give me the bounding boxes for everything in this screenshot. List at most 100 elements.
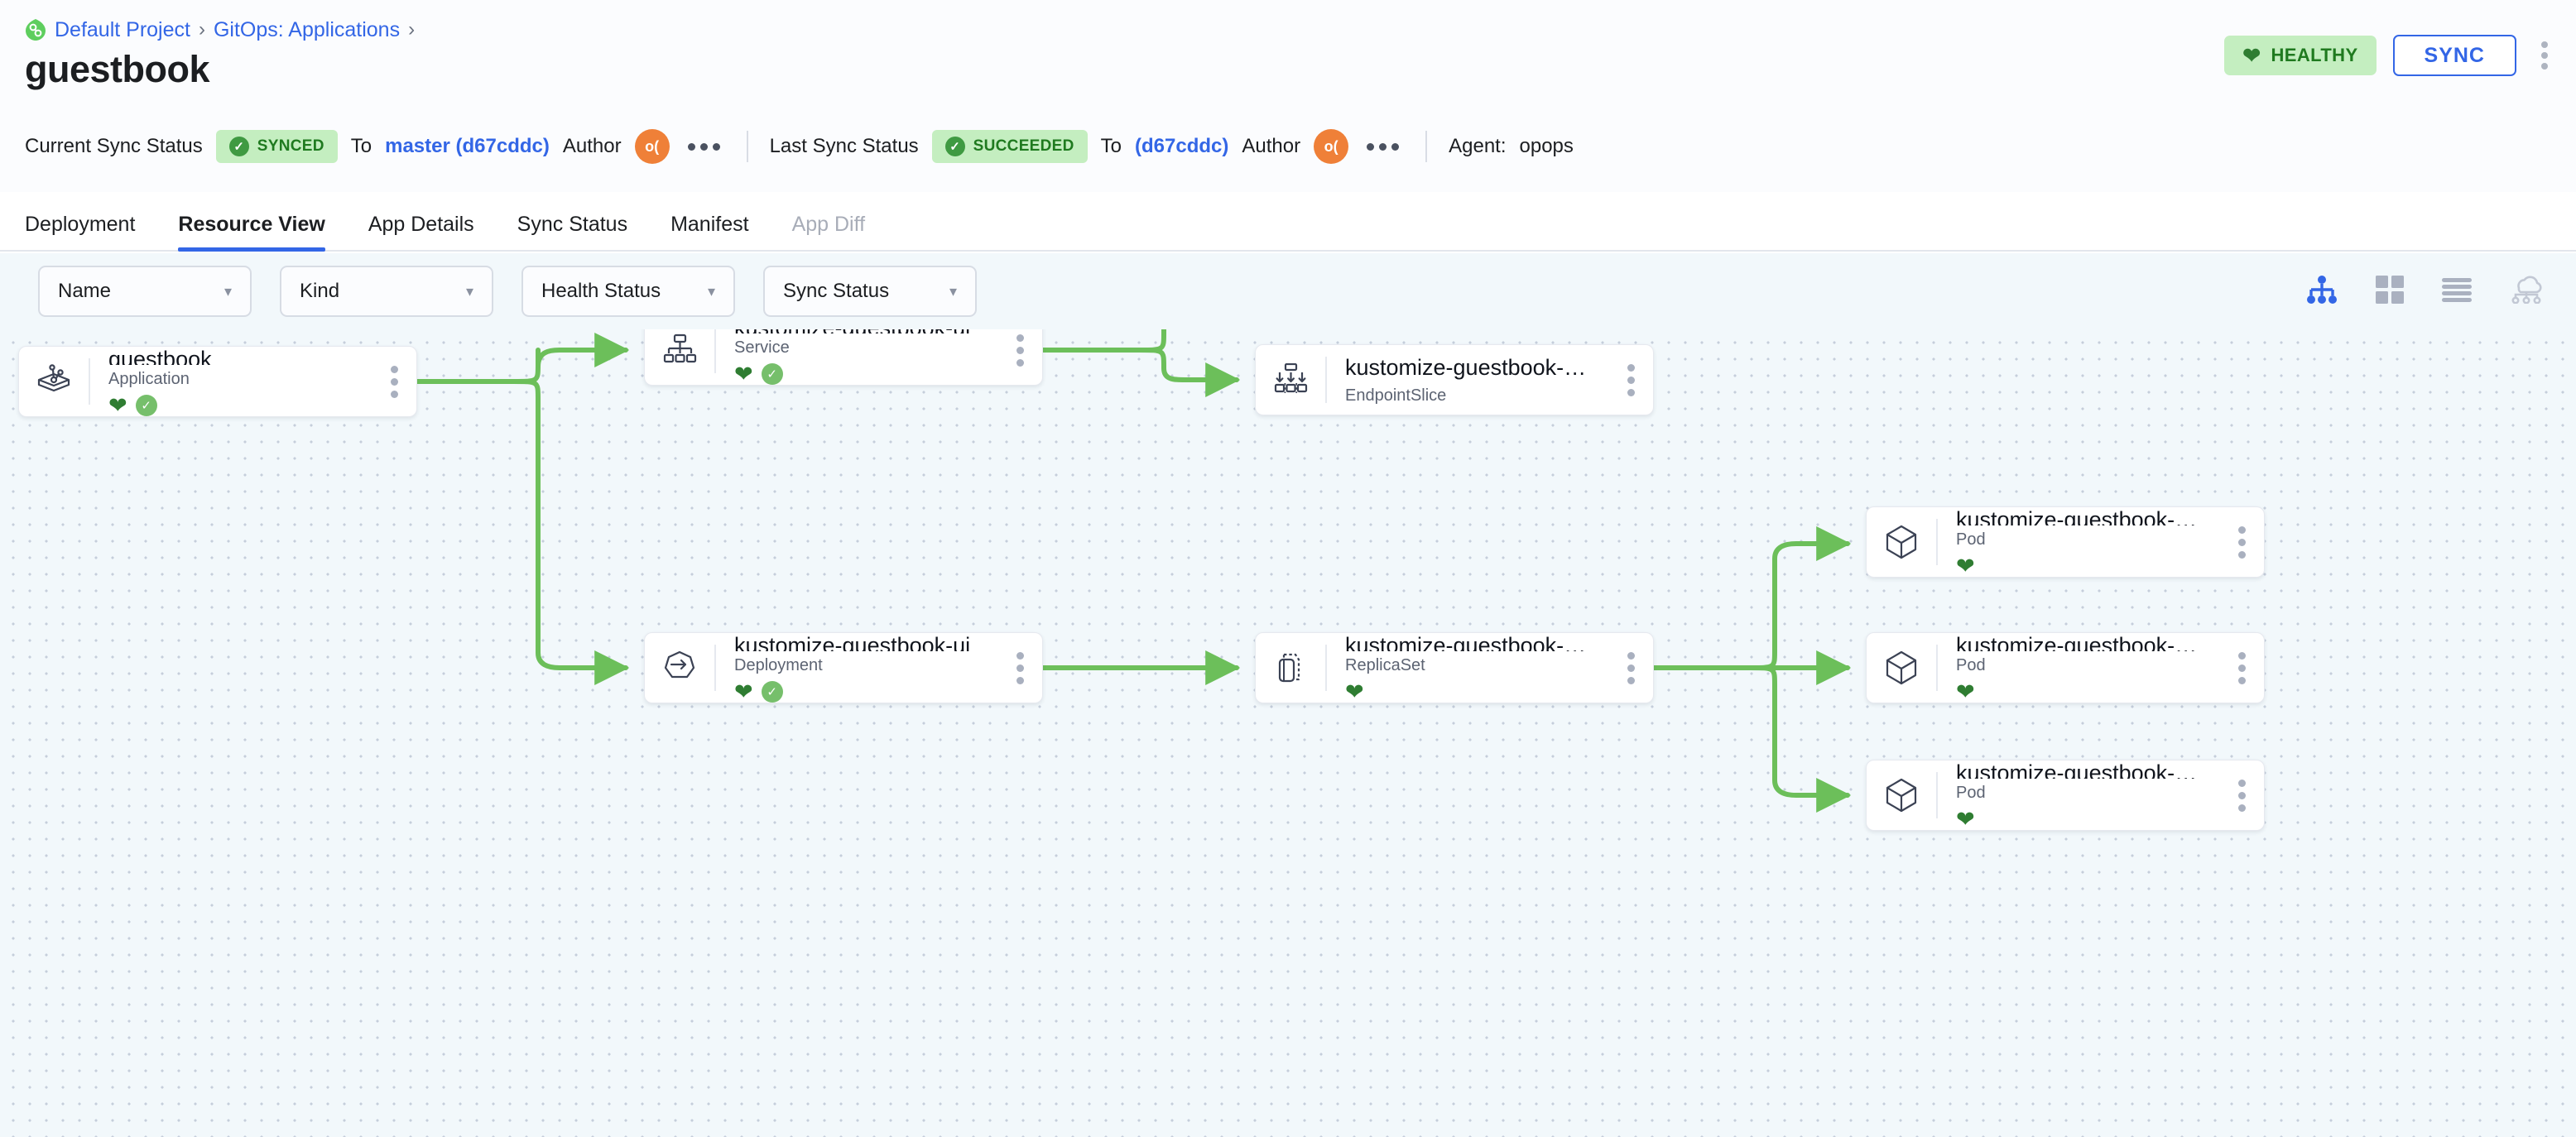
status-bar: Current Sync Status ✓ SYNCED To master (… bbox=[0, 122, 2576, 170]
breadcrumb-link-default-project[interactable]: Default Project bbox=[55, 17, 190, 41]
check-circle-icon: ✓ bbox=[135, 395, 157, 416]
endpointslice-icon bbox=[1256, 345, 1325, 415]
node-body: kustomize-guestbook-ui Service ❤ ✓ bbox=[716, 329, 998, 385]
current-more-horizontal-icon[interactable] bbox=[683, 137, 725, 157]
node-name: kustomize-guestbook-ui bbox=[734, 633, 971, 651]
node-kind: Service bbox=[734, 338, 790, 357]
page-title: guestbook bbox=[25, 48, 210, 90]
current-sync-status-pill: ✓ SYNCED bbox=[215, 130, 338, 163]
breadcrumb-link-gitops-applications[interactable]: GitOps: Applications bbox=[213, 17, 401, 41]
resource-node-replicaset[interactable]: kustomize-guestbook-ui-... ReplicaSet ❤ bbox=[1255, 632, 1654, 703]
current-revision-link[interactable]: master (d67cddc) bbox=[385, 135, 550, 157]
last-sync-status-label: Last Sync Status bbox=[769, 135, 919, 157]
node-more-vertical-icon[interactable] bbox=[2220, 760, 2264, 830]
tab-deployment[interactable]: Deployment bbox=[25, 213, 136, 236]
resource-node-pod-2[interactable]: kustomize-guestbook-ui-... Pod ❤ bbox=[1866, 632, 2265, 703]
tab-manifest[interactable]: Manifest bbox=[670, 213, 749, 236]
resource-node-endpointslice[interactable]: kustomize-guestbook-ui-... EndpointSlice bbox=[1255, 344, 1654, 415]
node-status-icons: ❤ bbox=[1956, 808, 2207, 830]
status-divider bbox=[1425, 131, 1428, 162]
node-kind: EndpointSlice bbox=[1345, 386, 1447, 405]
current-author-label: Author bbox=[562, 135, 622, 157]
node-name: kustomize-guestbook-ui-... bbox=[1956, 507, 2207, 525]
check-circle-icon: ✓ bbox=[761, 681, 783, 703]
resource-node-pod-3[interactable]: kustomize-guestbook-ui-... Pod ❤ bbox=[1866, 760, 2265, 831]
last-sync-status-group: Last Sync Status ✓ SUCCEEDED To (d67cddc… bbox=[770, 129, 1405, 164]
current-sync-status-label: Current Sync Status bbox=[25, 135, 203, 157]
filter-sync-status-select[interactable]: Sync Status ▾ bbox=[763, 266, 977, 317]
more-vertical-icon[interactable] bbox=[2533, 36, 2556, 74]
agent-value: opops bbox=[1519, 135, 1574, 157]
node-more-vertical-icon[interactable] bbox=[1609, 633, 1653, 703]
resource-tree-edges bbox=[415, 329, 1852, 813]
resource-node-deployment[interactable]: kustomize-guestbook-ui Deployment ❤ ✓ bbox=[644, 632, 1043, 703]
tab-resource-view[interactable]: Resource View bbox=[156, 213, 346, 252]
replicaset-icon bbox=[1256, 633, 1325, 703]
avatar: o( bbox=[634, 129, 670, 164]
health-status-label: HEALTHY bbox=[2271, 45, 2358, 65]
deployment-icon bbox=[645, 633, 714, 703]
node-divider bbox=[89, 358, 90, 405]
grid-view-icon[interactable] bbox=[2376, 275, 2404, 308]
tab-app-details[interactable]: App Details bbox=[368, 213, 474, 236]
heart-icon: ❤ bbox=[734, 361, 753, 386]
last-author-label: Author bbox=[1242, 135, 1301, 157]
list-view-icon[interactable] bbox=[2442, 277, 2472, 306]
node-body: kustomize-guestbook-ui-... EndpointSlice bbox=[1327, 345, 1609, 415]
view-mode-toggle-group bbox=[2306, 275, 2543, 308]
check-circle-icon: ✓ bbox=[944, 137, 965, 156]
filter-name-label: Name bbox=[58, 280, 112, 302]
node-more-vertical-icon[interactable] bbox=[2220, 633, 2264, 703]
chevron-down-icon: ▾ bbox=[949, 282, 957, 300]
node-kind: ReplicaSet bbox=[1345, 656, 1425, 674]
current-to-label: To bbox=[350, 135, 372, 157]
chevron-down-icon: ▾ bbox=[465, 282, 473, 300]
chevron-down-icon: ▾ bbox=[707, 282, 715, 300]
agent-group: Agent: opops bbox=[1449, 135, 1574, 158]
node-name: kustomize-guestbook-ui bbox=[734, 329, 985, 333]
tab-sync-status[interactable]: Sync Status bbox=[517, 213, 628, 236]
last-to-label: To bbox=[1100, 135, 1122, 157]
resource-node-service[interactable]: kustomize-guestbook-ui Service ❤ ✓ bbox=[644, 329, 1043, 386]
node-body: kustomize-guestbook-ui-... Pod ❤ bbox=[1938, 760, 2220, 830]
node-status-icons: ❤ ✓ bbox=[734, 679, 985, 703]
filter-sync-status-label: Sync Status bbox=[783, 280, 890, 302]
node-more-vertical-icon[interactable] bbox=[998, 329, 1042, 385]
node-status-icons: ❤ ✓ bbox=[108, 392, 359, 417]
last-more-horizontal-icon[interactable] bbox=[1362, 137, 1404, 157]
filter-health-status-label: Health Status bbox=[541, 280, 661, 302]
tab-bar: Deployment Resource View App Details Syn… bbox=[0, 192, 2576, 252]
breadcrumb: Default Project › GitOps: Applications › bbox=[25, 18, 415, 41]
pod-icon bbox=[1867, 760, 1936, 830]
resource-tree-canvas[interactable]: guestbook Application ❤ ✓ bbox=[0, 329, 2576, 1137]
heart-icon: ❤ bbox=[108, 392, 127, 417]
node-divider bbox=[1936, 645, 1938, 691]
node-more-vertical-icon[interactable] bbox=[998, 633, 1042, 703]
filter-kind-select[interactable]: Kind ▾ bbox=[280, 266, 493, 317]
node-divider bbox=[1936, 519, 1938, 565]
heart-icon: ❤ bbox=[734, 679, 753, 703]
node-more-vertical-icon[interactable] bbox=[372, 347, 416, 416]
resource-node-application[interactable]: guestbook Application ❤ ✓ bbox=[18, 346, 417, 417]
avatar: o( bbox=[1314, 129, 1349, 164]
node-more-vertical-icon[interactable] bbox=[1609, 345, 1653, 415]
status-divider bbox=[746, 131, 748, 162]
node-status-icons: ❤ bbox=[1345, 679, 1596, 703]
last-sync-status-pill: ✓ SUCCEEDED bbox=[931, 130, 1088, 163]
filter-name-select[interactable]: Name ▾ bbox=[38, 266, 252, 317]
node-divider bbox=[1936, 772, 1938, 818]
breadcrumb-separator: › bbox=[408, 18, 416, 41]
node-body: kustomize-guestbook-ui Deployment ❤ ✓ bbox=[716, 633, 998, 703]
last-revision-link[interactable]: (d67cddc) bbox=[1135, 135, 1229, 157]
sync-button[interactable]: SYNC bbox=[2392, 35, 2516, 76]
node-more-vertical-icon[interactable] bbox=[2220, 507, 2264, 577]
node-divider bbox=[1325, 645, 1327, 691]
heart-icon: ❤ bbox=[1345, 679, 1364, 703]
filter-health-status-select[interactable]: Health Status ▾ bbox=[521, 266, 735, 317]
resource-node-pod-1[interactable]: kustomize-guestbook-ui-... Pod ❤ bbox=[1866, 506, 2265, 578]
check-circle-icon: ✓ bbox=[761, 363, 783, 385]
node-name: kustomize-guestbook-ui-... bbox=[1345, 355, 1596, 381]
network-view-icon[interactable] bbox=[2510, 276, 2543, 308]
tree-view-icon[interactable] bbox=[2306, 275, 2338, 308]
